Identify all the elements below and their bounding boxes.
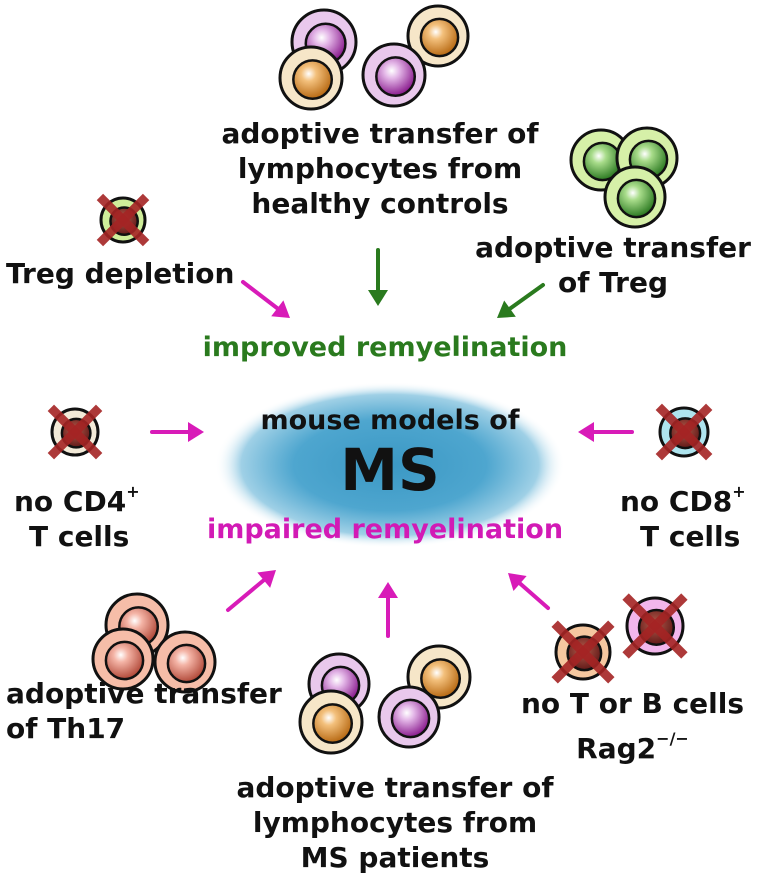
- ms-patients-line-1: adoptive transfer of: [236, 771, 554, 804]
- arrow-ms-patients: [378, 582, 398, 638]
- no-cd4-line-1: no CD4: [14, 485, 127, 518]
- crossed-cell-icon: [655, 403, 713, 461]
- rag2-sup: −/−: [656, 729, 689, 748]
- arrow-cd8: [578, 422, 634, 442]
- th17-cell-icon: [91, 627, 155, 691]
- impaired-remyelination-label: impaired remyelination: [206, 514, 564, 545]
- th17-cell-icon: [153, 630, 217, 694]
- healthy-controls-label: adoptive transfer of lymphocytes from he…: [175, 116, 585, 221]
- th17-line-2: of Th17: [6, 712, 126, 745]
- lymphocyte-cell-icon: [298, 689, 364, 755]
- treg-transfer-line-2: of Treg: [557, 266, 669, 299]
- no-cd8-label: no CD8+ T cells: [620, 474, 765, 554]
- no-cd8-line-1: no CD8: [620, 485, 733, 518]
- rag2-line-2: Rag2: [576, 732, 657, 765]
- rag2-line-1: no T or B cells: [520, 687, 745, 720]
- ms-patients-line-3: MS patients: [300, 841, 490, 874]
- th17-transfer-label: adoptive transfer of Th17: [6, 676, 296, 746]
- ms-patients-line-2: lymphocytes from: [252, 806, 538, 839]
- crossed-cell-icon: [96, 193, 150, 247]
- rag2-label: no T or B cells Rag2−/−: [505, 686, 760, 766]
- lymphocyte-cell-icon: [377, 685, 441, 749]
- treg-cell-icon: [603, 165, 667, 229]
- no-cd8-sup: +: [732, 482, 746, 501]
- improved-remyelination-label: improved remyelination: [202, 332, 568, 363]
- arrow-cd4: [150, 422, 204, 442]
- healthy-line-3: healthy controls: [251, 187, 509, 220]
- arrow-treg-transfer: [497, 283, 545, 318]
- no-cd4-label: no CD4+ T cells: [14, 474, 174, 554]
- ms-patients-label: adoptive transfer of lymphocytes from MS…: [200, 770, 590, 875]
- arrow-th17: [226, 570, 276, 612]
- no-cd4-sup: +: [126, 482, 140, 501]
- lymphocyte-cell-icon: [406, 4, 470, 68]
- arrows: [150, 248, 634, 638]
- healthy-line-1: adoptive transfer of: [221, 117, 539, 150]
- arrow-treg-depletion: [241, 280, 290, 318]
- no-cd8-line-2: T cells: [640, 520, 741, 553]
- lymphocyte-cell-icon: [278, 45, 344, 111]
- arrow-rag2: [508, 573, 550, 610]
- crossed-cell-icon: [551, 620, 615, 684]
- center-title: mouse models of: [260, 405, 520, 436]
- crossed-cell-icon: [622, 593, 688, 659]
- cells: [47, 4, 713, 755]
- treg-transfer-label: adoptive transfer of Treg: [468, 230, 758, 300]
- treg-depletion-label: Treg depletion: [6, 257, 235, 290]
- lymphocyte-cell-icon: [361, 42, 427, 108]
- center-ms-label: MS: [340, 436, 440, 504]
- no-cd4-line-2: T cells: [29, 520, 130, 553]
- th17-line-1: adoptive transfer: [6, 677, 282, 710]
- center-ellipse: [215, 382, 565, 548]
- healthy-line-2: lymphocytes from: [237, 152, 523, 185]
- arrow-healthy: [368, 248, 388, 306]
- crossed-cell-icon: [47, 404, 103, 460]
- treg-transfer-line-1: adoptive transfer: [475, 231, 751, 264]
